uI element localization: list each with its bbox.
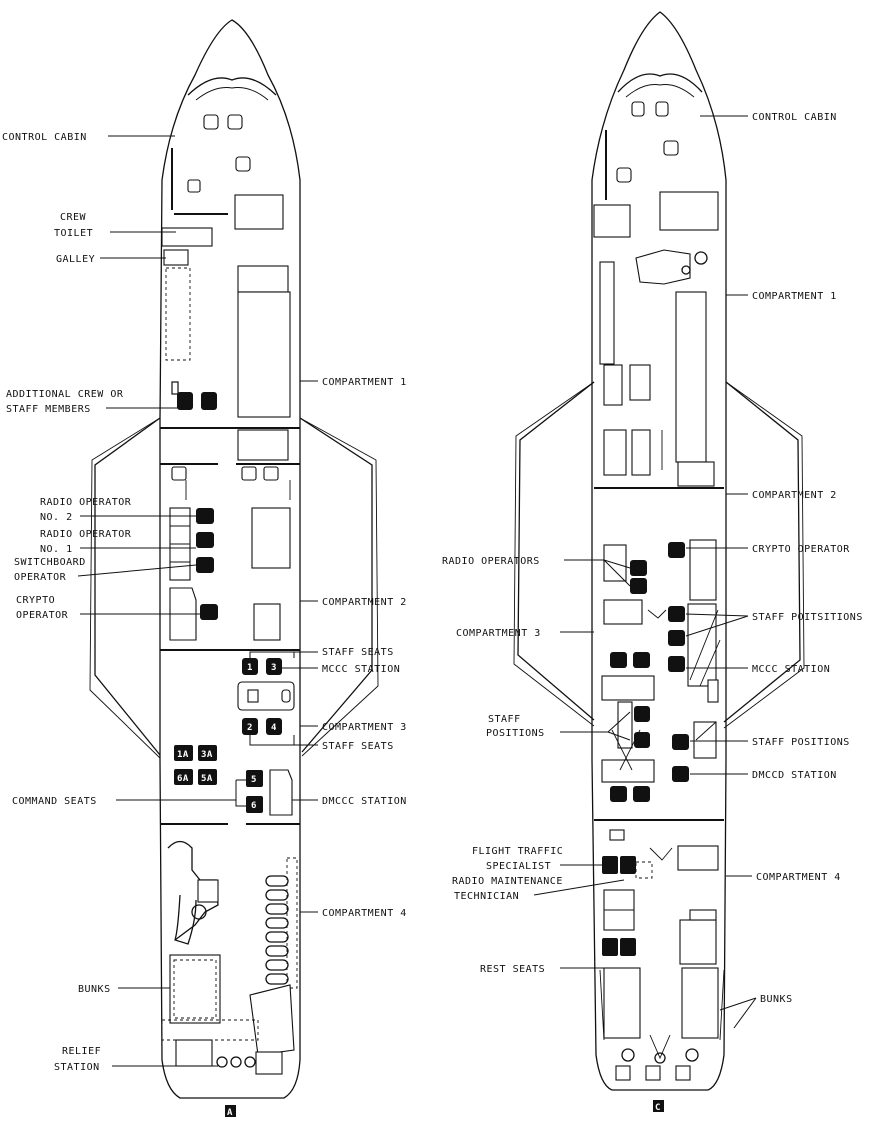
label-compartment-3-a: COMPARTMENT 3: [322, 722, 407, 733]
wing-c: [517, 381, 801, 723]
label-crypto-2: OPERATOR: [16, 610, 69, 621]
seat-number: 6: [251, 801, 257, 811]
label-switchboard-2: OPERATOR: [14, 572, 67, 583]
label-crew-toilet-2: TOILET: [54, 228, 93, 239]
label-staff-positions-right: STAFF POSITIONS: [752, 737, 850, 748]
label-relief-2: STATION: [54, 1062, 100, 1073]
command-seat-number: 5A: [201, 774, 213, 784]
label-control-cabin-c: CONTROL CABIN: [752, 112, 837, 123]
label-dmccc-station-c: DMCCD STATION: [752, 770, 837, 781]
label-compartment-1-c: COMPARTMENT 1: [752, 291, 837, 302]
label-rest-seats: REST SEATS: [480, 964, 545, 975]
seat-number: 2: [247, 723, 253, 733]
label-switchboard-1: SWITCHBOARD: [14, 557, 86, 568]
label-radio-op-2b: NO. 2: [40, 512, 73, 523]
label-bunks-a: BUNKS: [78, 984, 111, 995]
label-additional-crew-2: STAFF MEMBERS: [6, 404, 91, 415]
command-seat-number: 3A: [201, 750, 213, 760]
label-flight-traffic-1: FLIGHT TRAFFIC: [472, 846, 563, 857]
label-compartment-1-a: COMPARTMENT 1: [322, 377, 407, 388]
label-compartment-3-c: COMPARTMENT 3: [456, 628, 541, 639]
seat-number: 5: [251, 775, 257, 785]
seat-number: 1: [247, 663, 253, 673]
label-compartment-4-c: COMPARTMENT 4: [756, 872, 841, 883]
label-radio-op-1a: RADIO OPERATOR: [40, 529, 132, 540]
fuselage-a: [159, 19, 301, 1099]
label-additional-crew-1: ADDITIONAL CREW OR: [6, 389, 124, 400]
label-staff-seats-bottom: STAFF SEATS: [322, 741, 394, 752]
label-mccc-station-a: MCCC STATION: [322, 664, 400, 675]
label-radio-operators: RADIO OPERATORS: [442, 556, 540, 567]
figure-a: 1 3 2 4 1A 3A 6A 5A 5 6: [2, 19, 407, 1118]
label-mccc-station-c: MCCC STATION: [752, 664, 830, 675]
label-radio-op-2a: RADIO OPERATOR: [40, 497, 132, 508]
label-crew-toilet-1: CREW: [60, 212, 87, 223]
label-relief-1: RELIEF: [62, 1046, 101, 1057]
wing-a: [94, 417, 373, 756]
label-compartment-4-a: COMPARTMENT 4: [322, 908, 407, 919]
figure-marker: A: [227, 1108, 233, 1118]
label-dmccc-station-a: DMCCC STATION: [322, 796, 407, 807]
command-seat-number: 6A: [177, 774, 189, 784]
label-staff-pos-left-1: STAFF: [488, 714, 521, 725]
label-radio-maint-1: RADIO MAINTENANCE: [452, 876, 563, 887]
label-control-cabin-a: CONTROL CABIN: [2, 132, 87, 143]
label-crypto-operator: CRYPTO OPERATOR: [752, 544, 850, 555]
label-radio-maint-2: TECHNICIAN: [454, 891, 519, 902]
seat-row-compartment-4: [265, 875, 289, 985]
label-crypto-1: CRYPTO: [16, 595, 55, 606]
label-bunks-c: BUNKS: [760, 994, 793, 1005]
command-seat-number: 1A: [177, 750, 189, 760]
label-staff-positions-top: STAFF POITSITIONS: [752, 612, 863, 623]
label-compartment-2-c: COMPARTMENT 2: [752, 490, 837, 501]
label-command-seats: COMMAND SEATS: [12, 796, 97, 807]
fuselage-c: [591, 11, 727, 1091]
figure-c: C CONTROL CABIN COMPARTMENT 1 COMPARTMEN…: [442, 11, 863, 1113]
seat-number: 4: [271, 723, 277, 733]
label-staff-seats-top: STAFF SEATS: [322, 647, 394, 658]
label-flight-traffic-2: SPECIALIST: [486, 861, 551, 872]
label-galley: GALLEY: [56, 254, 95, 265]
label-staff-pos-left-2: POSITIONS: [486, 728, 545, 739]
label-radio-op-1b: NO. 1: [40, 544, 73, 555]
seat-number: 3: [271, 663, 277, 673]
label-compartment-2-a: COMPARTMENT 2: [322, 597, 407, 608]
figure-marker: C: [655, 1103, 661, 1113]
